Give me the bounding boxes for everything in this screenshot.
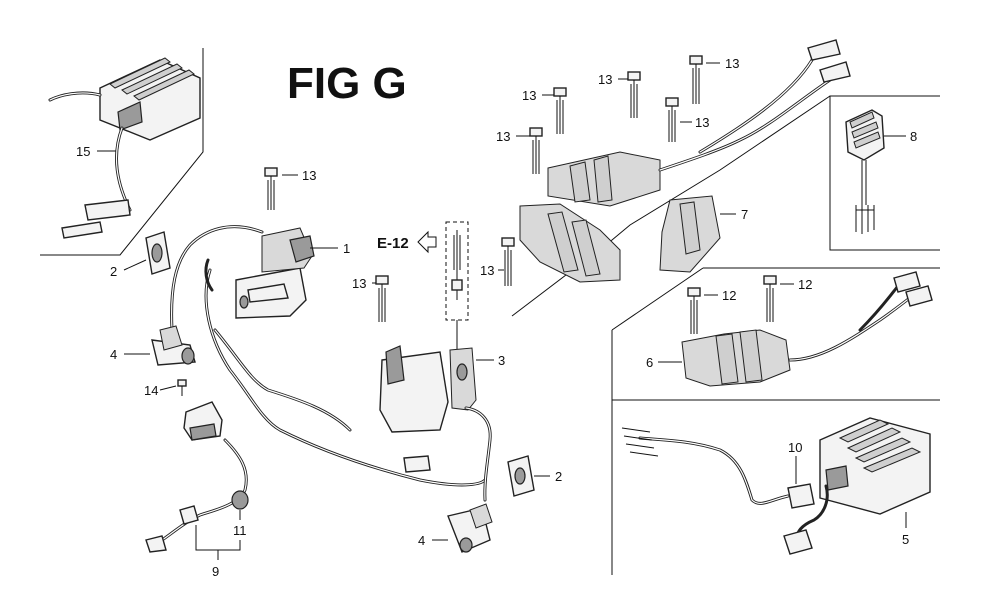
ref-label-e12: E-12: [377, 235, 409, 252]
part-14-screw: [177, 379, 187, 396]
callout-5: 5: [902, 532, 909, 547]
inset-box-top-right: [829, 95, 940, 251]
bolt-in-dashed-box: [451, 230, 463, 300]
part-10-connector: [621, 427, 829, 555]
callout-13a: 13: [302, 168, 316, 183]
leader-2a: [123, 259, 147, 271]
callout-13g: 13: [496, 129, 510, 144]
bolt-13-h: [501, 237, 515, 286]
callout-10: 10: [788, 440, 802, 455]
callout-13c: 13: [522, 88, 536, 103]
callout-12b: 12: [798, 277, 812, 292]
ref-arrow-icon: [417, 230, 437, 254]
part-4-plug-cap-left: [151, 325, 196, 366]
callout-11: 11: [233, 523, 247, 538]
bolt-12-a: [687, 287, 701, 334]
callout-6: 6: [646, 355, 653, 370]
callout-2a: 2: [110, 264, 117, 279]
part-3-ignition-coil: [379, 345, 492, 502]
bolt-13-c: [553, 87, 567, 134]
part-11-grommet: [231, 490, 249, 510]
figure-title: FIG G: [287, 59, 407, 108]
callout-14: 14: [144, 383, 158, 398]
callout-4b: 4: [418, 533, 425, 548]
leader-14: [159, 385, 177, 391]
part-2-grommet-right: [507, 455, 535, 497]
callout-15: 15: [76, 144, 90, 159]
part-2-grommet-left: [145, 231, 171, 275]
bolt-13-g: [529, 127, 543, 174]
callout-13f: 13: [695, 115, 709, 130]
callout-13b: 13: [352, 276, 366, 291]
inset-box-top-left: [40, 48, 204, 256]
part-15-regulator: [48, 57, 201, 239]
bolt-13-f: [665, 97, 679, 142]
switch-block: [183, 401, 223, 441]
callout-3: 3: [498, 353, 505, 368]
divider-right-1: [611, 267, 704, 331]
part-1-ignition-coil: [235, 227, 315, 319]
callout-12a: 12: [722, 288, 736, 303]
callout-1: 1: [343, 241, 350, 256]
callout-8: 8: [910, 129, 917, 144]
bolt-13-a: [264, 167, 278, 210]
bolt-13-b: [375, 275, 389, 322]
bolt-13-d: [627, 71, 641, 118]
callout-4a: 4: [110, 347, 117, 362]
callout-9: 9: [212, 564, 219, 579]
part-4-plug-cap-right: [447, 503, 493, 553]
part-5-regulator: [819, 417, 931, 515]
callout-13h: 13: [480, 263, 494, 278]
bolt-12-b: [763, 275, 777, 322]
callout-2b: 2: [555, 469, 562, 484]
wire-harness: [145, 225, 487, 553]
part-6-exciter-coil: [681, 271, 933, 387]
part-7-stator: [519, 39, 851, 283]
part-8-regulator: [845, 109, 885, 234]
bolt-13-e: [689, 55, 703, 104]
callout-7: 7: [741, 207, 748, 222]
dashed-bolt-box: [445, 221, 469, 321]
callout-13e: 13: [725, 56, 739, 71]
callout-13d: 13: [598, 72, 612, 87]
